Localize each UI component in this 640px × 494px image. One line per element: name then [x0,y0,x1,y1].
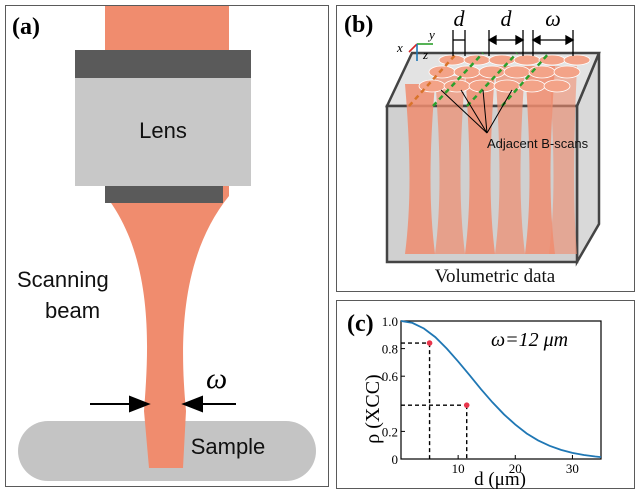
panel-b-drawing: (b) y x z d d ω Adjacent B-scans Volumet… [344,6,601,287]
chart-annotation: ω=12 μm [491,329,568,351]
panel-c-label: (c) [347,311,374,337]
panel-a-label: (a) [12,14,40,40]
y-tick-label-1: 0.2 [382,424,398,439]
x-axis-label: d (μm) [474,469,526,490]
spacing-d-1: d [454,6,466,31]
axis-z-label: z [422,47,428,62]
plot-frame [400,320,602,460]
y-tick-label-3: 0.8 [382,342,398,357]
panel-b-label: (b) [344,12,373,38]
dimension-markers [452,30,575,56]
callout-lines [440,89,513,134]
marker-point-0 [426,340,433,346]
waist-symbol: ω [206,362,227,395]
width-omega: ω [545,6,561,31]
sample-label: Sample [191,434,266,459]
x-tick-label-1: 20 [509,461,522,476]
y-tick-label-4: 1.0 [382,314,398,329]
y-tick-label-0: 0 [392,452,399,467]
waist-arrows [90,395,236,413]
lens-top-ring [75,50,251,78]
beam-label-line1: Scanning [17,267,109,292]
b-scan-lines [408,52,550,107]
marker-point-1 [463,402,470,408]
beam-columns [405,66,577,254]
chart-layer: 0 0.2 0.6 0.8 1.0 10 20 30 [382,314,602,476]
x-tick-label-0: 10 [452,461,465,476]
axis-x-label: x [396,40,403,55]
axes-triad [408,43,433,61]
series-line-0 [400,320,602,458]
lens-bottom-ring [105,186,223,203]
lens-body [75,78,251,186]
adjacent-b-scans-callout: Adjacent B-scans [487,136,589,151]
y-tick-label-2: 0.6 [382,369,399,384]
lens-label: Lens [139,118,187,143]
volumetric-data-caption: Volumetric data [435,266,556,287]
spacing-d-2: d [501,6,513,31]
y-axis-label: ρ (XCC) [362,374,384,443]
x-tick-label-2: 30 [566,461,579,476]
beam-label-line2: beam [45,298,100,323]
axis-y-label: y [427,27,435,42]
panel-b: (b) y x z d d ω Adjacent B-scans Volumet… [336,5,635,292]
beam-tops [418,54,591,93]
panel-a: (a) Lens Scanning beam ω Sample [5,5,329,487]
panel-a-drawing: (a) Lens Scanning beam ω Sample [12,6,316,481]
